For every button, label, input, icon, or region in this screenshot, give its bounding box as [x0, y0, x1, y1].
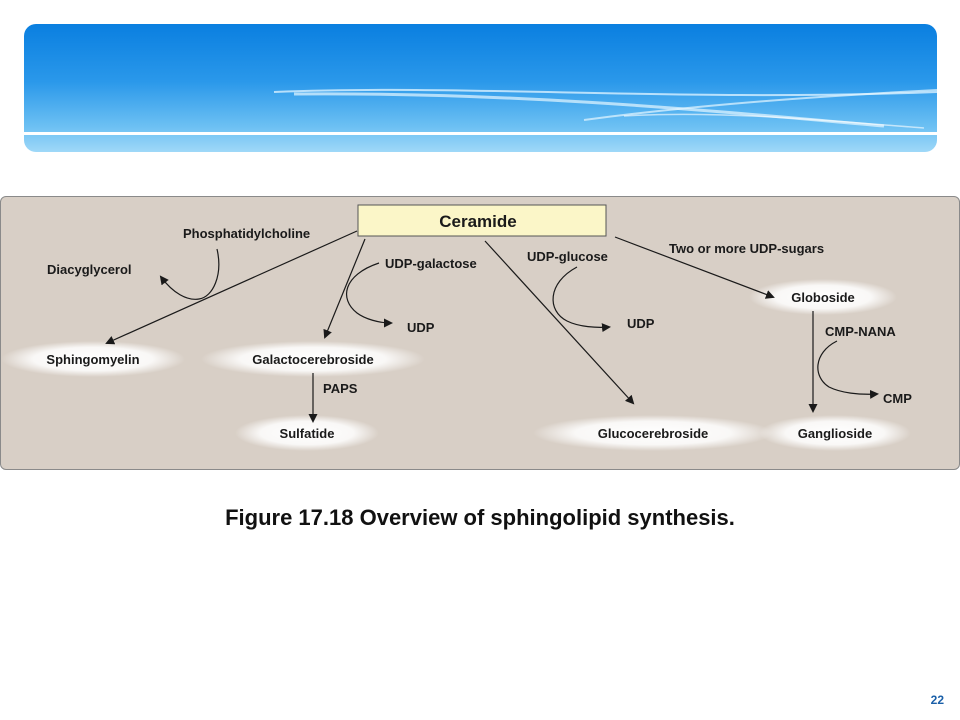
galactocerebroside-glow	[201, 341, 425, 377]
udp-label-1: UDP	[407, 320, 435, 335]
page-number: 22	[930, 693, 944, 707]
phosphatidylcholine-label: Phosphatidylcholine	[183, 226, 310, 241]
ceramide-box	[357, 204, 607, 237]
ganglioside-glow	[759, 415, 911, 451]
sphingolipid-pathway-diagram: Ceramide Phosphatidylcholine Diacyglycer…	[1, 204, 912, 451]
arrow-udp-galactose-to-udp	[346, 262, 393, 328]
cmp-label: CMP	[883, 391, 912, 406]
diacylglycerol-label: Diacyglycerol	[47, 262, 132, 277]
paps-label: PAPS	[323, 381, 358, 396]
sulfatide-glow	[235, 415, 379, 451]
globoside-label: Globoside	[791, 290, 855, 305]
arrow-cmp-nana-to-cmp	[817, 340, 879, 399]
cmp-nana-label: CMP-NANA	[825, 324, 896, 339]
ceramide-label: Ceramide	[439, 212, 516, 231]
galactocerebroside-label: Galactocerebroside	[252, 352, 373, 367]
glucocerebroside-glow	[533, 415, 773, 451]
udp-galactose-label: UDP-galactose	[385, 256, 477, 271]
udp-sugars-label: Two or more UDP-sugars	[669, 241, 824, 256]
banner-decoration	[24, 88, 937, 135]
sulfatide-label: Sulfatide	[280, 426, 335, 441]
diagram-panel: Ceramide Phosphatidylcholine Diacyglycer…	[0, 196, 960, 470]
ganglioside-label: Ganglioside	[798, 426, 872, 441]
udp-label-2: UDP	[627, 316, 655, 331]
arrow-udp-glucose-to-udp	[552, 266, 611, 333]
sphingomyelin-glow	[1, 341, 185, 377]
sphingomyelin-label: Sphingomyelin	[46, 352, 139, 367]
arrow-to-globoside	[614, 236, 775, 299]
figure-caption: Figure 17.18 Overview of sphingolipid sy…	[225, 505, 735, 530]
arrow-to-galactocerebroside	[323, 238, 366, 339]
glucocerebroside-label: Glucocerebroside	[598, 426, 709, 441]
arrow-to-glucocerebroside	[484, 240, 635, 405]
udp-glucose-label: UDP-glucose	[527, 249, 608, 264]
globoside-glow	[749, 279, 897, 315]
header-banner	[24, 24, 937, 152]
arrow-phosphatidylcholine-to-diacylglycerol	[159, 248, 220, 300]
arrow-to-sphingomyelin	[105, 230, 358, 345]
